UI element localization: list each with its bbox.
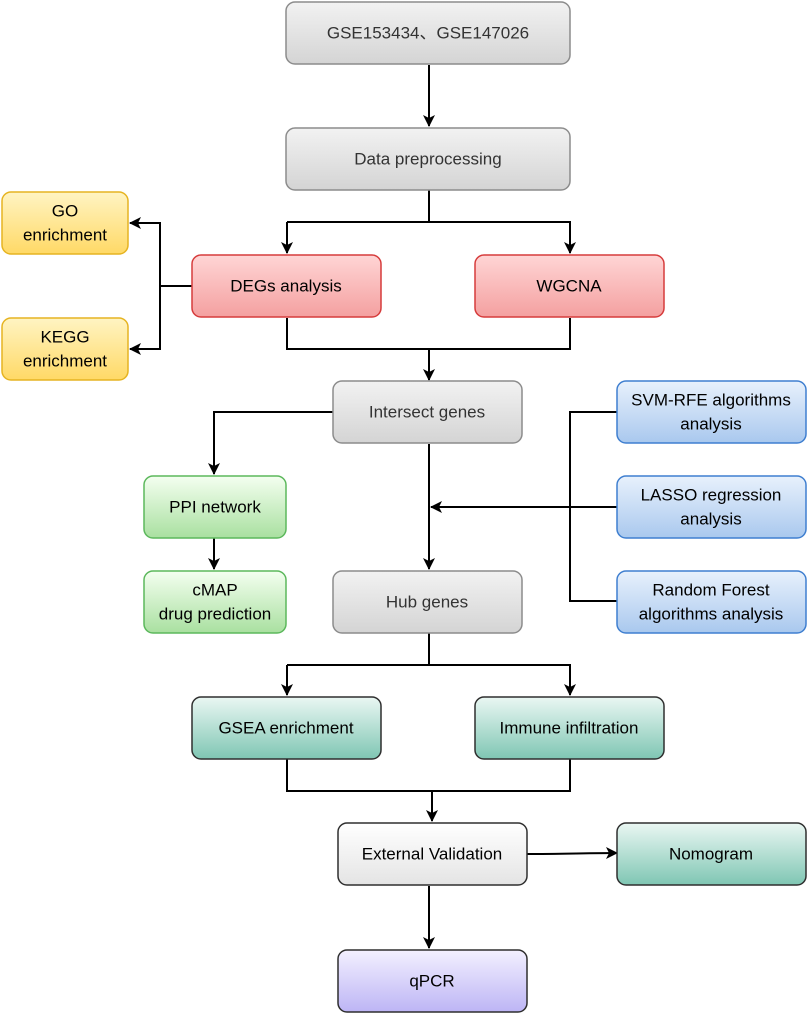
connector-hub-split xyxy=(287,633,430,666)
node-hub-genes: Hub genes xyxy=(332,570,523,634)
node-nomogram-label: Nomogram xyxy=(669,845,753,864)
node-cmap-label-2: drug prediction xyxy=(159,605,271,624)
node-gsea-label: GSEA enrichment xyxy=(218,719,353,738)
node-intersect-genes: Intersect genes xyxy=(332,380,523,444)
node-preprocessing-label: Data preprocessing xyxy=(354,150,501,169)
node-lasso: LASSO regression analysis xyxy=(616,475,807,539)
node-rf-label-1: Random Forest xyxy=(652,581,769,600)
node-intersect-label: Intersect genes xyxy=(369,403,485,422)
arrow-validation-to-nomogram xyxy=(526,847,618,860)
node-lasso-label-1: LASSO regression xyxy=(641,486,782,505)
connector-degs-wgcna-merge xyxy=(286,318,571,350)
node-random-forest: Random Forest algorithms analysis xyxy=(616,570,807,634)
arrow-to-go xyxy=(129,217,161,286)
node-immune-label: Immune infiltration xyxy=(500,719,639,738)
node-kegg-label-1: KEGG xyxy=(40,328,89,347)
node-degs-analysis: DEGs analysis xyxy=(191,254,382,318)
connectors xyxy=(129,65,618,949)
node-nomogram: Nomogram xyxy=(616,822,807,886)
node-immune-infiltration: Immune infiltration xyxy=(474,696,665,760)
node-qpcr-label: qPCR xyxy=(409,972,454,991)
arrow-intersect-to-ppi xyxy=(208,411,333,475)
connector-preprocessing-split xyxy=(287,190,430,223)
node-degs-label: DEGs analysis xyxy=(230,277,341,296)
node-lasso-label-2: analysis xyxy=(680,510,741,529)
node-ppi-label: PPI network xyxy=(169,498,261,517)
node-wgcna-label: WGCNA xyxy=(536,277,602,296)
connector-gsea-immune-merge xyxy=(286,759,571,792)
node-preprocessing: Data preprocessing xyxy=(285,127,571,191)
arrow-to-immune xyxy=(429,664,576,696)
node-ppi-network: PPI network xyxy=(143,475,287,539)
arrow-to-wgcna xyxy=(429,221,576,254)
node-external-validation: External Validation xyxy=(337,822,528,886)
arrow-to-kegg xyxy=(129,286,161,355)
node-qpcr: qPCR xyxy=(337,949,528,1013)
node-cmap-label-1: cMAP xyxy=(192,581,237,600)
node-svm-label-2: analysis xyxy=(680,415,741,434)
node-kegg-label-2: enrichment xyxy=(23,352,107,371)
node-svm-rfe: SVM-RFE algorithms analysis xyxy=(616,380,807,444)
node-datasets-label: GSE153434、GSE147026 xyxy=(327,24,529,43)
node-cmap: cMAP drug prediction xyxy=(143,570,287,634)
node-rf-label-2: algorithms analysis xyxy=(639,605,784,624)
node-hub-label: Hub genes xyxy=(386,593,468,612)
node-svm-label-1: SVM-RFE algorithms xyxy=(631,391,791,410)
node-go-label-2: enrichment xyxy=(23,226,107,245)
node-go-label-1: GO xyxy=(52,202,78,221)
node-validation-label: External Validation xyxy=(362,845,503,864)
node-datasets: GSE153434、GSE147026 xyxy=(285,1,571,65)
node-wgcna: WGCNA xyxy=(474,254,665,318)
node-go-enrichment: GO enrichment xyxy=(1,191,129,255)
node-kegg-enrichment: KEGG enrichment xyxy=(1,317,129,381)
node-gsea-enrichment: GSEA enrichment xyxy=(191,696,382,760)
